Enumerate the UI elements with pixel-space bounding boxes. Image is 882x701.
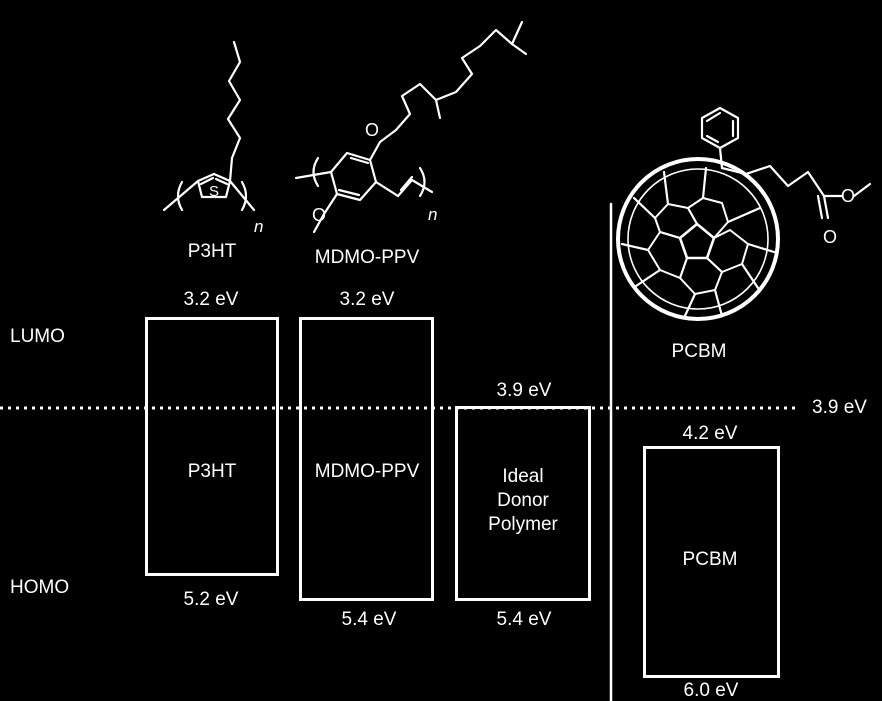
p3ht-subscript-n: n (254, 217, 264, 236)
mdmo-ppv-homo-value: 5.4 eV (341, 609, 397, 630)
mdmo-ppv-lumo-value: 3.2 eV (339, 289, 395, 310)
mdmo-ppv-molecule-name: MDMO-PPV (314, 247, 420, 268)
mdmo-ppv-structure (294, 20, 528, 234)
pcbm-homo-value: 6.0 eV (683, 680, 739, 701)
ideal-box-label-line-1: Ideal (502, 466, 544, 487)
p3ht-lumo-value: 3.2 eV (183, 289, 239, 310)
ideal-lumo-value: 3.9 eV (496, 380, 552, 401)
mdmo-ppv-level-box (299, 317, 434, 601)
p3ht-sulfur-atom: S (208, 183, 220, 200)
p3ht-molecule-name: P3HT (187, 241, 237, 262)
reference-line-value: 3.9 eV (812, 397, 867, 418)
p3ht-box-label: P3HT (187, 461, 237, 482)
ideal-box-label: Ideal Donor Polymer (455, 465, 591, 536)
mdmo-ether-oxygen: O (364, 120, 380, 140)
pcbm-lumo-value: 4.2 eV (682, 423, 738, 444)
pcbm-structure (616, 106, 872, 321)
ideal-box-label-line-3: Polymer (488, 513, 558, 535)
p3ht-structure (162, 40, 256, 212)
pcbm-ester-oxygen: O (840, 186, 856, 206)
ideal-homo-value: 5.4 eV (496, 609, 552, 630)
mdmo-methoxy-oxygen: O (311, 205, 327, 225)
mdmo-subscript-n: n (428, 205, 438, 224)
p3ht-level-box (145, 317, 279, 576)
ideal-level-box (455, 406, 591, 601)
mdmo-ppv-box-label: MDMO-PPV (314, 461, 420, 482)
lumo-label: LUMO (10, 326, 65, 347)
pcbm-molecule-name: PCBM (671, 341, 727, 362)
homo-label: HOMO (10, 577, 70, 598)
ideal-box-label-line-2: Donor (497, 489, 549, 511)
pcbm-level-box (643, 446, 780, 678)
pcbm-carbonyl-oxygen: O (822, 227, 838, 247)
pcbm-box-label: PCBM (682, 549, 738, 570)
p3ht-homo-value: 5.2 eV (183, 589, 239, 610)
